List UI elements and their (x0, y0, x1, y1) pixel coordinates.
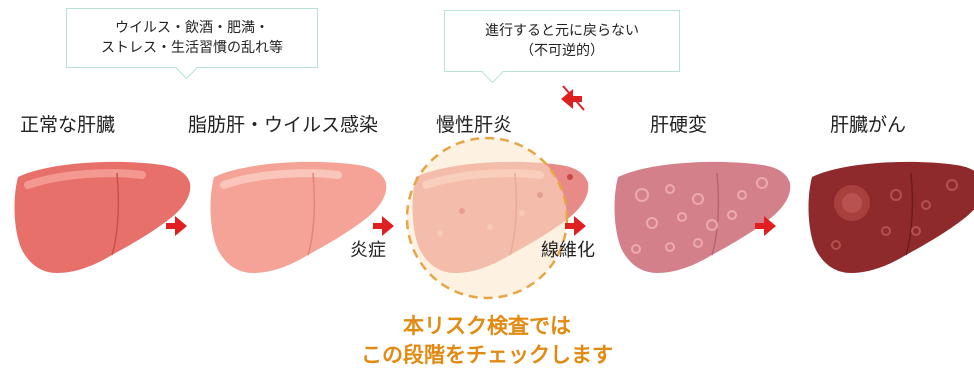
stage-title-chronic-hepatitis: 慢性肝炎 (436, 114, 513, 136)
arrow-left-icon (561, 89, 582, 109)
liver-cancer (808, 161, 974, 273)
liver-cirrhosis (614, 161, 791, 273)
arrow-right-icon (565, 216, 586, 236)
fibrosis-label: 線維化 (541, 240, 595, 261)
check-note-line2: この段階をチェックします (361, 343, 613, 367)
stage-title-cirrhosis: 肝硬変 (650, 114, 708, 136)
check-note-line1: 本リスク検査では (403, 314, 571, 338)
cross-out-icon (562, 85, 585, 111)
causes-callout-line1: ウイルス・飲酒・肥満・ (115, 20, 269, 36)
irreversible-callout: 進行すると元に戻らない （不可逆的） .callout[data-name="i… (444, 10, 680, 72)
liver-fatty (210, 161, 387, 273)
irreversible-callout-line1: 進行すると元に戻らない (485, 23, 639, 39)
stage-title-normal: 正常な肝臓 (20, 114, 116, 136)
arrow-right-icon (373, 216, 394, 236)
arrow-right-icon (755, 216, 776, 236)
causes-callout: ウイルス・飲酒・肥満・ ストレス・生活習慣の乱れ等 .callout[data-… (66, 8, 318, 68)
arrow-right-icon (166, 216, 187, 236)
irreversible-callout-line2: （不可逆的） (520, 43, 604, 59)
inflammation-label: 炎症 (350, 240, 386, 261)
check-highlight-circle (405, 136, 569, 300)
check-note: 本リスク検査では この段階をチェックします (0, 312, 974, 370)
stage-title-liver-cancer: 肝臓がん (830, 114, 907, 136)
stage-title-fatty-liver: 脂肪肝・ウイルス感染 (188, 114, 379, 136)
liver-normal (14, 161, 191, 273)
causes-callout-line2: ストレス・生活習慣の乱れ等 (101, 40, 283, 56)
